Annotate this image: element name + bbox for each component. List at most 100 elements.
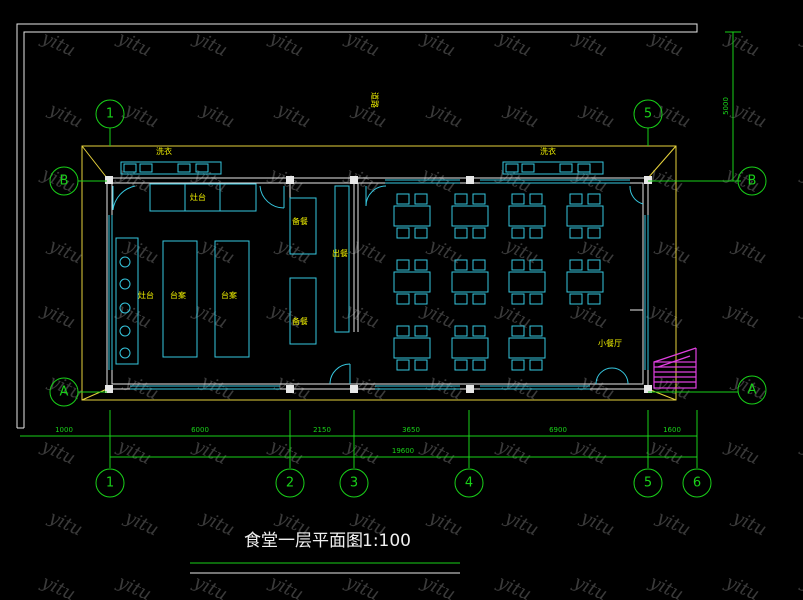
wash-counter-left bbox=[120, 161, 222, 175]
watermark-text: yitu bbox=[196, 506, 237, 540]
label-counter-2: 台案 bbox=[221, 290, 237, 300]
exterior-wall-inner bbox=[111, 182, 644, 385]
watermark-text: yitu bbox=[265, 571, 306, 600]
watermark-text: yitu bbox=[341, 299, 382, 333]
watermark-text: yitu bbox=[576, 370, 617, 404]
svg-text:5: 5 bbox=[644, 107, 652, 122]
svg-text:A: A bbox=[748, 383, 757, 398]
roof-hip-bl bbox=[81, 388, 108, 401]
svg-text:1: 1 bbox=[106, 107, 114, 122]
label-wash-right: 洗衣 bbox=[540, 146, 556, 156]
watermark-text: yitu bbox=[652, 234, 693, 268]
axis-bubble-top-1: 1 bbox=[95, 99, 125, 129]
label-wash-left: 洗衣 bbox=[156, 146, 172, 156]
watermark-text: yitu bbox=[797, 163, 803, 197]
stove-top-counter bbox=[149, 183, 257, 212]
svg-text:A: A bbox=[60, 385, 69, 400]
watermark-text: yitu bbox=[424, 370, 465, 404]
watermark-text: yitu bbox=[113, 299, 154, 333]
dining-table-set bbox=[566, 259, 604, 305]
watermark-text: yitu bbox=[44, 234, 85, 268]
watermark-text: yitu bbox=[265, 435, 306, 469]
watermark-text: yitu bbox=[341, 571, 382, 600]
axis-bubble-bottom-4: 4 bbox=[454, 468, 484, 498]
watermark-text: yitu bbox=[120, 370, 161, 404]
label-stove-top: 灶台 bbox=[190, 192, 206, 202]
axis-lines bbox=[20, 31, 741, 468]
watermark-text: yitu bbox=[424, 98, 465, 132]
site-boundary bbox=[16, 23, 698, 428]
dim-seg-1: 1000 bbox=[55, 426, 73, 434]
watermark-text: yitu bbox=[797, 27, 803, 61]
watermark-text: yitu bbox=[652, 506, 693, 540]
roof-outline bbox=[81, 145, 677, 401]
axis-bubble-right-a: A bbox=[737, 375, 767, 405]
axis-bubble-bottom-5: 5 bbox=[633, 468, 663, 498]
watermark-text: yitu bbox=[576, 234, 617, 268]
roof-hip-tr bbox=[647, 145, 677, 179]
dining-table-set bbox=[393, 325, 431, 371]
svg-text:6: 6 bbox=[693, 476, 701, 491]
watermark-text: yitu bbox=[44, 506, 85, 540]
watermark-text: yitu bbox=[424, 506, 465, 540]
dim-seg-6: 1600 bbox=[663, 426, 681, 434]
watermark-text: yitu bbox=[500, 98, 541, 132]
watermark-text: yitu bbox=[189, 571, 230, 600]
dim-seg-5: 6900 bbox=[549, 426, 567, 434]
watermark-text: yitu bbox=[645, 299, 686, 333]
dining-table-set bbox=[451, 193, 489, 239]
storage-box-2 bbox=[289, 277, 317, 345]
watermark-text: yitu bbox=[44, 98, 85, 132]
watermark-text: yitu bbox=[189, 435, 230, 469]
watermark-text: yitu bbox=[797, 299, 803, 333]
drawing-title: 食堂一层平面图 bbox=[244, 531, 363, 551]
watermark-text: yitu bbox=[500, 370, 541, 404]
columns bbox=[105, 176, 652, 393]
svg-text:1: 1 bbox=[106, 476, 114, 491]
watermark-text: yitu bbox=[120, 234, 161, 268]
storage-box-1 bbox=[289, 197, 317, 255]
watermark-text: yitu bbox=[196, 370, 237, 404]
watermark-text: yitu bbox=[37, 571, 78, 600]
axis-bubble-bottom-3: 3 bbox=[339, 468, 369, 498]
roof-hip-tl bbox=[81, 145, 108, 179]
watermark-text: yitu bbox=[341, 435, 382, 469]
dining-table-set bbox=[451, 259, 489, 305]
watermark-text: yitu bbox=[120, 506, 161, 540]
dim-vertical: 5000 bbox=[722, 97, 730, 115]
dim-total: 19600 bbox=[392, 447, 414, 455]
watermark-text: yitu bbox=[493, 571, 534, 600]
axis-bubble-left-a: A bbox=[49, 377, 79, 407]
watermark-text: yitu bbox=[645, 571, 686, 600]
watermark-text: yitu bbox=[652, 98, 693, 132]
watermark-text: yitu bbox=[272, 98, 313, 132]
dining-table-set bbox=[393, 259, 431, 305]
axis-bubble-bottom-1: 1 bbox=[95, 468, 125, 498]
watermark-text: yitu bbox=[113, 163, 154, 197]
drawing-scale: 1:100 bbox=[362, 531, 411, 551]
watermark-text: yitu bbox=[272, 234, 313, 268]
svg-text:B: B bbox=[60, 174, 69, 189]
dining-table-set bbox=[508, 193, 546, 239]
svg-text:2: 2 bbox=[286, 476, 294, 491]
windows bbox=[108, 179, 649, 390]
serving-counter bbox=[334, 185, 350, 333]
axis-bubble-left-b: B bbox=[49, 166, 79, 196]
dining-tables bbox=[393, 193, 604, 371]
stove-left-counter bbox=[115, 237, 139, 365]
svg-text:3: 3 bbox=[350, 476, 358, 491]
dim-seg-2: 6000 bbox=[191, 426, 209, 434]
watermark-text: yitu bbox=[500, 234, 541, 268]
dining-table-set bbox=[566, 193, 604, 239]
watermark-text: yitu bbox=[728, 234, 769, 268]
svg-text:5: 5 bbox=[644, 476, 652, 491]
exterior-stairs bbox=[653, 347, 697, 389]
label-serving: 出餐 bbox=[332, 248, 348, 258]
counter-table-2 bbox=[214, 240, 250, 358]
dim-seg-3: 2150 bbox=[313, 426, 331, 434]
watermark-text: yitu bbox=[728, 98, 769, 132]
watermark-text: yitu bbox=[417, 571, 458, 600]
svg-text:4: 4 bbox=[465, 476, 473, 491]
label-private-room: 小餐厅 bbox=[598, 339, 622, 348]
watermark-text: yitu bbox=[645, 435, 686, 469]
